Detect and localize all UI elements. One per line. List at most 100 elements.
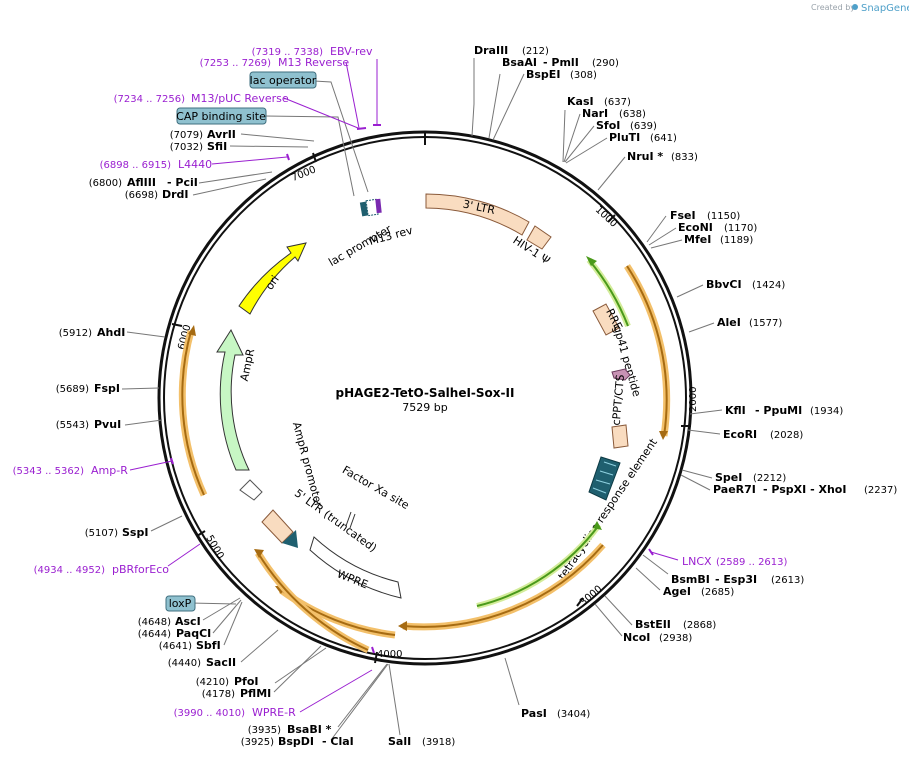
site-kfli-name[interactable]: KflI (725, 404, 746, 417)
tre-feature[interactable] (588, 456, 621, 501)
tick-label-2000: 2000 (688, 387, 699, 412)
primer-leader-lines (129, 59, 679, 713)
primer-m13-reverse-name[interactable]: M13 Reverse (278, 56, 349, 69)
cppt-feature[interactable] (611, 424, 629, 449)
orange-arrow-2[interactable] (402, 544, 604, 628)
site-pvui-name[interactable]: PvuI (94, 418, 121, 431)
green-arrow-2[interactable] (476, 524, 600, 607)
ltr5-feature[interactable] (261, 509, 294, 544)
primer-amp-r-range: (5343 .. 5362) (13, 466, 85, 477)
site-kasi-name[interactable]: KasI (567, 95, 594, 108)
primer-amp-r-name[interactable]: Amp-R (91, 464, 128, 477)
site-fsei-pos: (1150) (707, 211, 740, 222)
rre-feature[interactable] (592, 303, 620, 336)
site-pfoi-pos: (4210) (196, 677, 229, 688)
primer-lncx-name[interactable]: LNCX (682, 555, 712, 568)
site-drdi-name[interactable]: DrdI (162, 188, 189, 201)
ltr5-dark-arrow (282, 530, 298, 548)
gp41-feature[interactable] (611, 368, 631, 381)
leader-bspei (492, 73, 525, 141)
site-pasi-name[interactable]: PasI (521, 707, 547, 720)
ampr-feature[interactable] (216, 328, 250, 471)
leader-asci (202, 597, 241, 621)
site-bsaai-name[interactable]: BsaAI (502, 56, 537, 69)
site-pflmi-name[interactable]: PflMI (240, 687, 271, 700)
leader-draiii (471, 58, 475, 137)
site-paqci-name[interactable]: PaqCI (176, 627, 211, 640)
orange-arrow-4[interactable] (257, 552, 369, 651)
tick-mark-5000 (196, 530, 206, 537)
site-sfii-name[interactable]: SfiI (207, 140, 227, 153)
site-nrui-name[interactable]: NruI * (627, 150, 663, 163)
site-ahdi-name[interactable]: AhdI (97, 326, 125, 339)
site-leader-lines (121, 58, 723, 741)
site-sbfi-name[interactable]: SbfI (196, 639, 221, 652)
leader-cap-site (264, 115, 355, 197)
primer-ebv-rev-range: (7319 .. 7338) (252, 47, 324, 58)
site-agei-name[interactable]: AgeI (663, 585, 691, 598)
lac-operator-box[interactable] (249, 71, 317, 89)
site-ecori-name[interactable]: EcoRI (723, 428, 757, 441)
loxp-box[interactable] (165, 595, 196, 612)
site-afliii-extra[interactable]: - PciI (167, 176, 198, 189)
orange-arrow-5[interactable] (181, 330, 205, 496)
wpre-feature[interactable] (309, 536, 402, 599)
site-labels-left: BsaBI * (3935) BspDI - ClaI (3925) PfoI … (56, 128, 354, 748)
site-sacii-name[interactable]: SacII (206, 656, 236, 669)
primer-wpre-r-name[interactable]: WPRE-R (252, 706, 296, 719)
site-avrii-name[interactable]: AvrII (207, 128, 236, 141)
site-bspdi-name[interactable]: BspDI (278, 735, 314, 748)
site-bsmbi-extra[interactable]: - Esp3I (715, 573, 757, 586)
site-kfli-extra[interactable]: - PpuMI (755, 404, 802, 417)
site-pluti-name[interactable]: PluTI (609, 131, 640, 144)
site-bspei-name[interactable]: BspEI (526, 68, 560, 81)
ampr-promoter-arrow[interactable] (239, 479, 263, 501)
site-econi-name[interactable]: EcoNI (678, 221, 713, 234)
primer-pbrforeco-name[interactable]: pBRforEco (112, 563, 169, 576)
site-bsteii-name[interactable]: BstEII (635, 618, 671, 631)
hiv-psi-feature[interactable] (526, 225, 552, 250)
leader-bspdi (330, 663, 389, 741)
site-bspdi-extra[interactable]: - ClaI (322, 735, 354, 748)
site-sfoi-name[interactable]: SfoI (596, 119, 620, 132)
site-afliii-name[interactable]: AflIII (127, 176, 156, 189)
site-fspi-pos: (5689) (56, 384, 89, 395)
primer-ebv-rev-name[interactable]: EBV-rev (330, 45, 373, 58)
primer-wpre-r-range: (3990 .. 4010) (174, 708, 246, 719)
site-sali-name[interactable]: SalI (388, 735, 411, 748)
site-bsmbi-name[interactable]: BsmBI (671, 573, 710, 586)
site-alei-name[interactable]: AleI (717, 316, 741, 329)
primer-leader-pbr (167, 543, 201, 567)
orange-arrow-3[interactable] (280, 589, 396, 636)
site-bsabi-name[interactable]: BsaBI * (287, 723, 332, 736)
site-sspi-name[interactable]: SspI (122, 526, 148, 539)
orange-arrow-1[interactable] (626, 265, 668, 437)
primer-l4440-name[interactable]: L4440 (178, 158, 212, 171)
cap-site-block[interactable] (359, 201, 369, 217)
site-spei-name[interactable]: SpeI (715, 471, 742, 484)
m13rev-block[interactable] (375, 198, 382, 214)
site-fsei-name[interactable]: FseI (670, 209, 696, 222)
site-mfei-name[interactable]: MfeI (684, 233, 711, 246)
site-pfoi-name[interactable]: PfoI (234, 675, 259, 688)
site-ncoi-name[interactable]: NcoI (623, 631, 650, 644)
site-bbvci-pos: (1424) (752, 280, 785, 291)
primer-m13puc-reverse-name[interactable]: M13/pUC Reverse (191, 92, 289, 105)
leader-afliii (198, 171, 273, 184)
site-paer7i-extra[interactable]: - PspXI - XhoI (763, 483, 846, 496)
site-paer7i-name[interactable]: PaeR7I (713, 483, 756, 496)
tick-label-5000: 5000 (203, 534, 225, 562)
site-asci-name[interactable]: AscI (175, 615, 201, 628)
ori-feature[interactable] (238, 242, 307, 315)
cap-binding-site-box[interactable] (176, 107, 267, 125)
site-draiii-name[interactable]: DraIII (474, 44, 508, 57)
ltr3-feature[interactable] (425, 193, 530, 236)
leader-sfoi (564, 125, 595, 163)
site-fspi-name[interactable]: FspI (94, 382, 120, 395)
primer-tick-wpre-r (371, 646, 375, 654)
site-bbvci-name[interactable]: BbvCI (706, 278, 742, 291)
lac-promoter-block[interactable] (365, 198, 379, 217)
site-bsaai-extra[interactable]: - PmlI (543, 56, 579, 69)
tick-label-1000: 1000 (593, 204, 619, 229)
site-nari-name[interactable]: NarI (582, 107, 608, 120)
